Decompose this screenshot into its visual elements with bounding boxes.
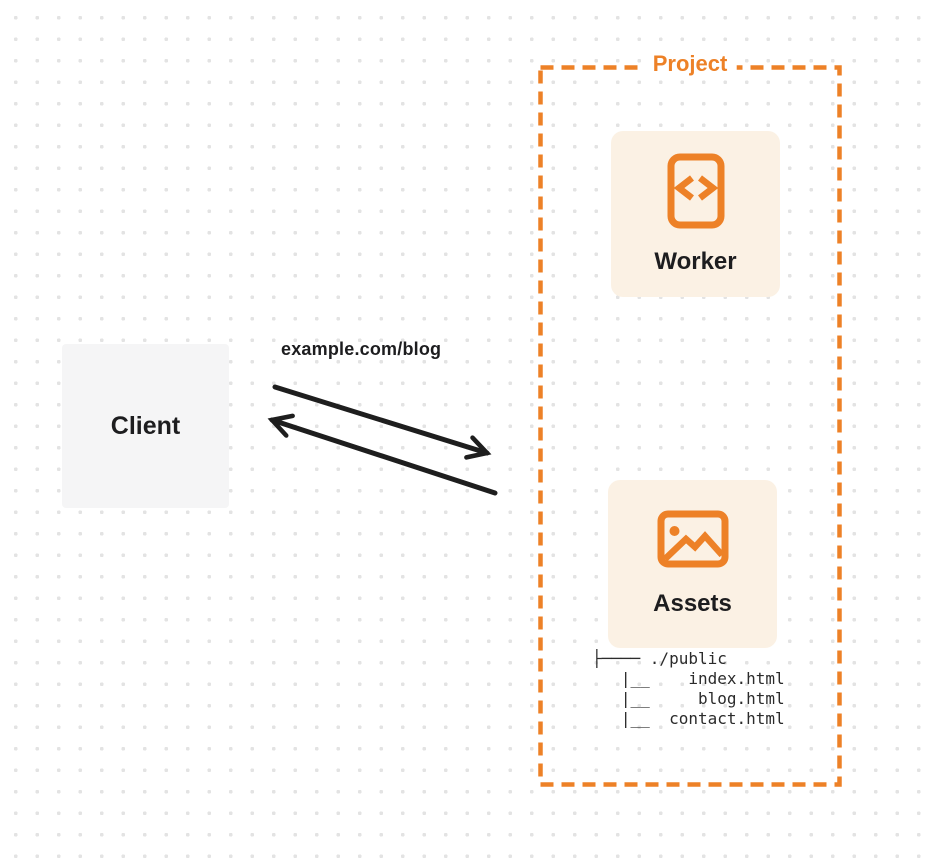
assets-label: Assets xyxy=(653,590,732,617)
project-title: Project xyxy=(643,50,737,78)
code-file-icon xyxy=(667,153,724,228)
tree-line-index: |__ index.html xyxy=(592,669,785,688)
worker-card: Worker xyxy=(611,131,780,297)
assets-file-tree: ├──── ./public |__ index.html |__ blog.h… xyxy=(592,649,785,729)
client-label: Client xyxy=(110,411,181,440)
request-arrow xyxy=(272,384,487,453)
tree-line-contact: |__ contact.html xyxy=(592,709,785,728)
client-node: Client xyxy=(62,344,229,508)
tree-line-public: ├──── ./public xyxy=(592,649,727,668)
request-response-arrows xyxy=(260,384,498,496)
response-arrow xyxy=(272,420,498,496)
worker-label: Worker xyxy=(654,247,737,275)
assets-card: Assets xyxy=(608,480,777,648)
request-url-label: example.com/blog xyxy=(281,339,442,359)
project-container: Project Worker Assets ├──── ./public |__… xyxy=(538,50,842,787)
tree-line-blog: |__ blog.html xyxy=(592,689,785,708)
image-icon xyxy=(657,510,728,568)
